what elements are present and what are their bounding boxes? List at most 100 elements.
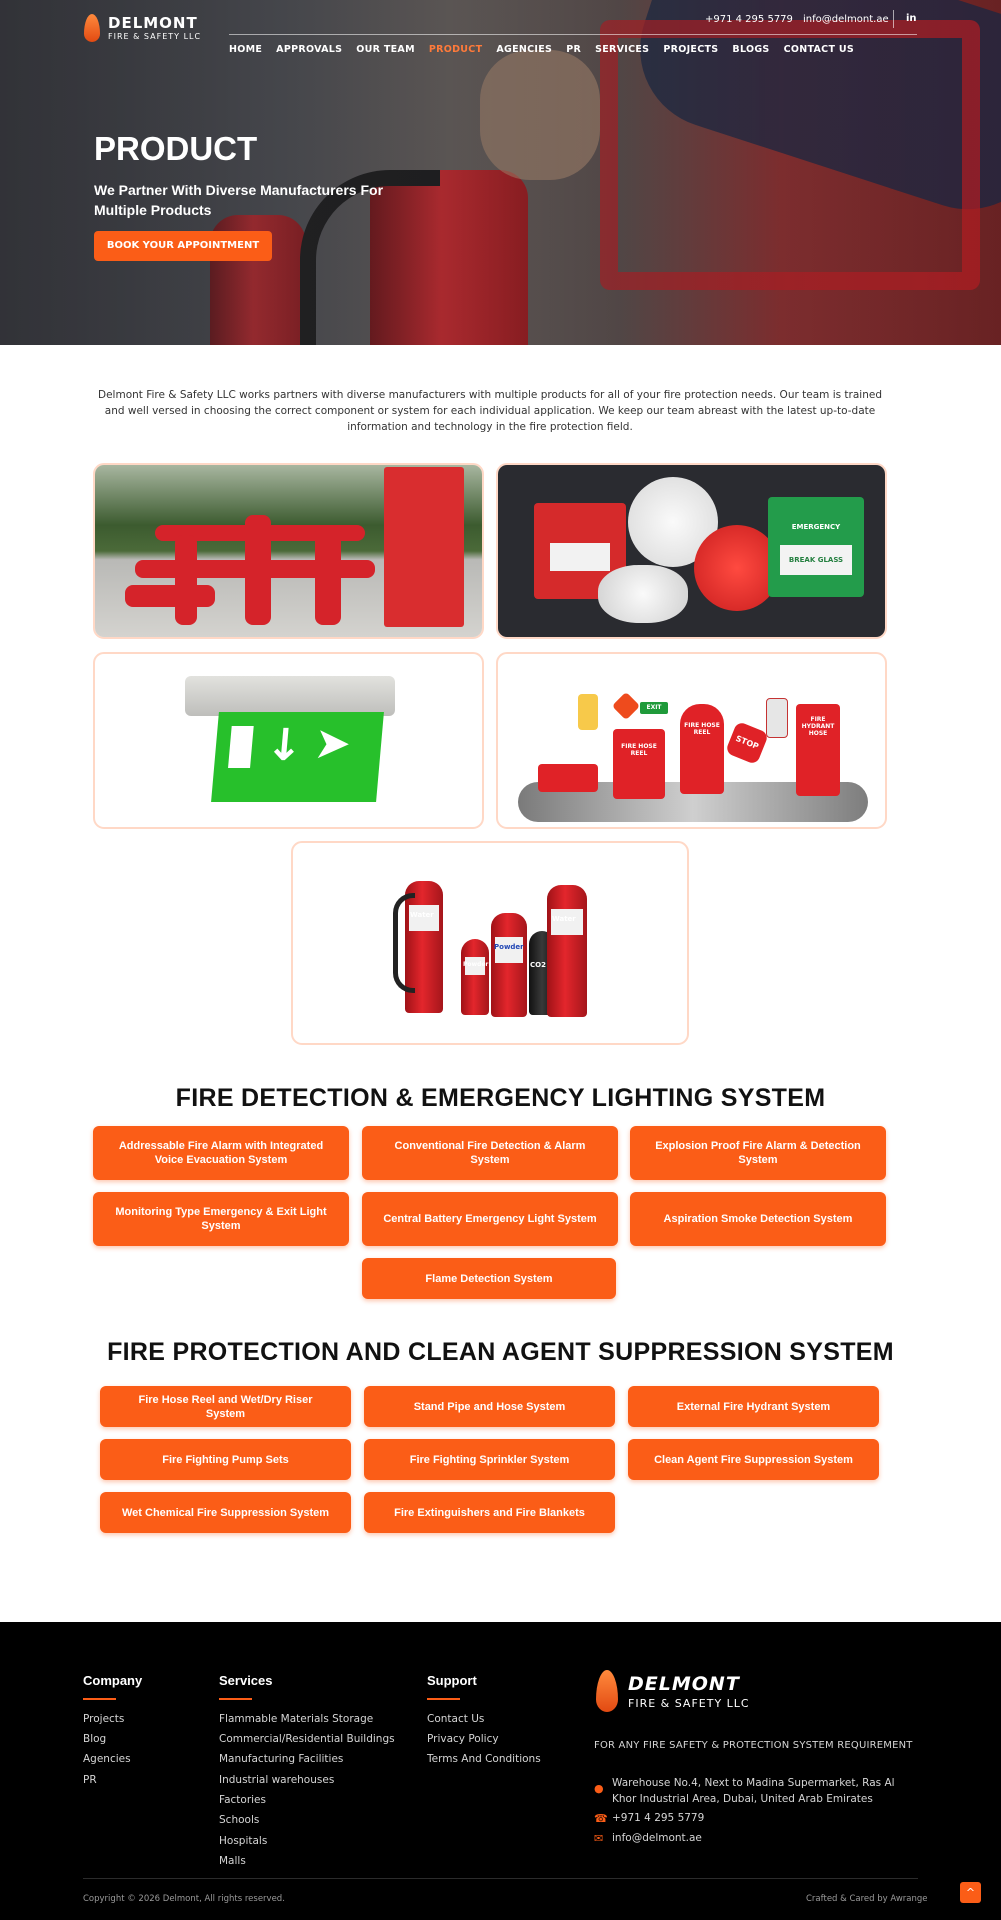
credit-text[interactable]: Crafted & Cared by Awrange xyxy=(806,1894,928,1904)
hero-overlay xyxy=(0,0,1001,345)
main-nav: HOME APPROVALS OUR TEAM PRODUCT AGENCIES… xyxy=(229,44,868,55)
footer-company-title: Company xyxy=(83,1673,143,1688)
footer-service-link[interactable]: Industrial warehouses xyxy=(219,1774,335,1786)
detection-button[interactable]: Explosion Proof Fire Alarm & Detection S… xyxy=(630,1126,886,1180)
extinguisher-image: Powder xyxy=(461,939,489,1015)
detection-button[interactable]: Conventional Fire Detection & Alarm Syst… xyxy=(362,1126,618,1180)
footer-link-blog[interactable]: Blog xyxy=(83,1733,107,1745)
detection-button[interactable]: Monitoring Type Emergency & Exit Light S… xyxy=(93,1192,349,1246)
footer-service-link[interactable]: Manufacturing Facilities xyxy=(219,1753,344,1765)
nav-blogs[interactable]: BLOGS xyxy=(732,44,770,55)
page-title: PRODUCT xyxy=(94,130,258,167)
header-divider xyxy=(893,10,894,28)
product-card-pump-sets[interactable] xyxy=(93,463,484,639)
intro-paragraph: Delmont Fire & Safety LLC works partners… xyxy=(98,389,882,433)
footer-service-link[interactable]: Factories xyxy=(219,1794,266,1806)
detection-button[interactable]: Aspiration Smoke Detection System xyxy=(630,1192,886,1246)
footer-service-link[interactable]: Hospitals xyxy=(219,1835,268,1847)
extinguisher-label: Powder xyxy=(494,943,524,951)
envelope-icon: ✉ xyxy=(594,1832,604,1845)
footer-divider xyxy=(83,1878,918,1879)
product-card-fire-alarm[interactable]: EMERGENCY BREAK GLASS xyxy=(496,463,887,639)
copyright-text: Copyright © 2026 Delmont, All rights res… xyxy=(83,1894,285,1904)
sounder-image xyxy=(694,525,780,611)
extinguisher-image: Water xyxy=(547,885,587,1017)
extinguisher-label: Water xyxy=(552,915,576,923)
protection-button[interactable]: Fire Fighting Pump Sets xyxy=(100,1439,351,1480)
footer-tagline: FOR ANY FIRE SAFETY & PROTECTION SYSTEM … xyxy=(594,1740,913,1751)
exit-sign-image: ↓ ➤ xyxy=(211,712,384,802)
footer-services-title: Services xyxy=(219,1673,273,1688)
footer-logo[interactable]: DELMONT FIRE & SAFETY LLC xyxy=(596,1670,750,1712)
hose-reel-label: FIRE HOSE REEL xyxy=(613,729,665,799)
logo-name: DELMONT xyxy=(108,13,198,32)
detection-section-title: FIRE DETECTION & EMERGENCY LIGHTING SYST… xyxy=(175,1084,826,1112)
site-logo[interactable]: DELMONT FIRE & SAFETY LLC xyxy=(84,14,201,42)
footer-service-link[interactable]: Flammable Materials Storage xyxy=(219,1713,374,1725)
book-appointment-button[interactable]: BOOK YOUR APPOINTMENT xyxy=(94,231,272,261)
footer-link-pr[interactable]: PR xyxy=(83,1774,97,1786)
detection-button[interactable]: Central Battery Emergency Light System xyxy=(362,1192,618,1246)
linkedin-icon[interactable]: in xyxy=(906,13,917,24)
product-card-extinguishers[interactable]: Water Powder Powder CO2 Water xyxy=(291,841,689,1045)
nav-approvals[interactable]: APPROVALS xyxy=(276,44,343,55)
protection-button[interactable]: Fire Fighting Sprinkler System xyxy=(364,1439,615,1480)
footer-link-agencies[interactable]: Agencies xyxy=(83,1753,131,1765)
protection-button[interactable]: External Fire Hydrant System xyxy=(628,1386,879,1427)
top-contact-bar: +971 4 295 5779 info@delmont.ae in xyxy=(229,0,917,35)
hydrant-hose-label: FIRE HYDRANT HOSE xyxy=(796,704,840,796)
emergency-label: EMERGENCY xyxy=(791,523,841,531)
footer-link-projects[interactable]: Projects xyxy=(83,1713,125,1725)
footer-link-privacy-policy[interactable]: Privacy Policy xyxy=(427,1733,499,1745)
header-email-link[interactable]: info@delmont.ae xyxy=(803,14,889,25)
protection-section-title: FIRE PROTECTION AND CLEAN AGENT SUPPRESS… xyxy=(107,1338,894,1366)
running-man-icon: ➤ xyxy=(311,718,354,769)
break-glass-label: BREAK GLASS xyxy=(780,545,852,575)
flame-logo-icon xyxy=(596,1670,618,1712)
nav-home[interactable]: HOME xyxy=(229,44,263,55)
detection-button[interactable]: Addressable Fire Alarm with Integrated V… xyxy=(93,1126,349,1180)
phone-icon: ☎ xyxy=(594,1812,608,1825)
footer-link-contact-us[interactable]: Contact Us xyxy=(427,1713,485,1725)
protection-button[interactable]: Fire Hose Reel and Wet/Dry Riser System xyxy=(100,1386,351,1427)
footer-logo-subname: FIRE & SAFETY LLC xyxy=(628,1696,750,1710)
protection-button[interactable]: Fire Extinguishers and Fire Blankets xyxy=(364,1492,615,1533)
protection-button[interactable]: Wet Chemical Fire Suppression System xyxy=(100,1492,351,1533)
nav-services[interactable]: SERVICES xyxy=(595,44,650,55)
footer-service-link[interactable]: Commercial/Residential Buildings xyxy=(219,1733,395,1745)
exit-label: EXIT xyxy=(640,702,668,714)
nav-product[interactable]: PRODUCT xyxy=(428,44,483,55)
arrow-down-icon: ↓ xyxy=(263,720,306,771)
extinguisher-label: Powder xyxy=(463,961,489,968)
nav-agencies[interactable]: AGENCIES xyxy=(496,44,553,55)
footer-service-link[interactable]: Malls xyxy=(219,1855,246,1867)
hose-image xyxy=(393,893,415,993)
protection-button[interactable]: Clean Agent Fire Suppression System xyxy=(628,1439,879,1480)
footer-link-terms[interactable]: Terms And Conditions xyxy=(427,1753,541,1765)
nav-our-team[interactable]: OUR TEAM xyxy=(356,44,415,55)
door-icon xyxy=(228,726,254,768)
hose-reel-label: FIRE HOSE REEL xyxy=(680,704,724,794)
flame-logo-icon xyxy=(84,14,100,42)
extinguisher-label: CO2 xyxy=(530,961,546,969)
hero-subtitle: We Partner With Diverse Manufacturers Fo… xyxy=(94,182,384,218)
product-card-exit-sign[interactable]: ↓ ➤ xyxy=(93,652,484,829)
footer-email[interactable]: info@delmont.ae xyxy=(612,1832,702,1844)
nav-contact-us[interactable]: CONTACT US xyxy=(783,44,854,55)
header-phone-link[interactable]: +971 4 295 5779 xyxy=(705,14,793,25)
scroll-to-top-button[interactable]: ^ xyxy=(960,1882,981,1903)
product-card-safety-products[interactable]: FIRE HOSE REEL FIRE HOSE REEL STOP FIRE … xyxy=(496,652,887,829)
extinguisher-image: Powder xyxy=(491,913,527,1017)
stop-sign-label: STOP xyxy=(724,720,770,766)
nav-pr[interactable]: PR xyxy=(566,44,582,55)
footer-phone[interactable]: +971 4 295 5779 xyxy=(612,1812,705,1824)
footer-address: Warehouse No.4, Next to Madina Supermark… xyxy=(612,1777,895,1805)
site-footer xyxy=(0,1622,1001,1920)
logo-subname: FIRE & SAFETY LLC xyxy=(108,31,202,41)
protection-button[interactable]: Stand Pipe and Hose System xyxy=(364,1386,615,1427)
extinguisher-label: Water xyxy=(410,911,434,919)
detection-button[interactable]: Flame Detection System xyxy=(362,1258,616,1299)
footer-logo-name: DELMONT xyxy=(628,1672,740,1695)
footer-service-link[interactable]: Schools xyxy=(219,1814,260,1826)
nav-projects[interactable]: PROJECTS xyxy=(663,44,719,55)
